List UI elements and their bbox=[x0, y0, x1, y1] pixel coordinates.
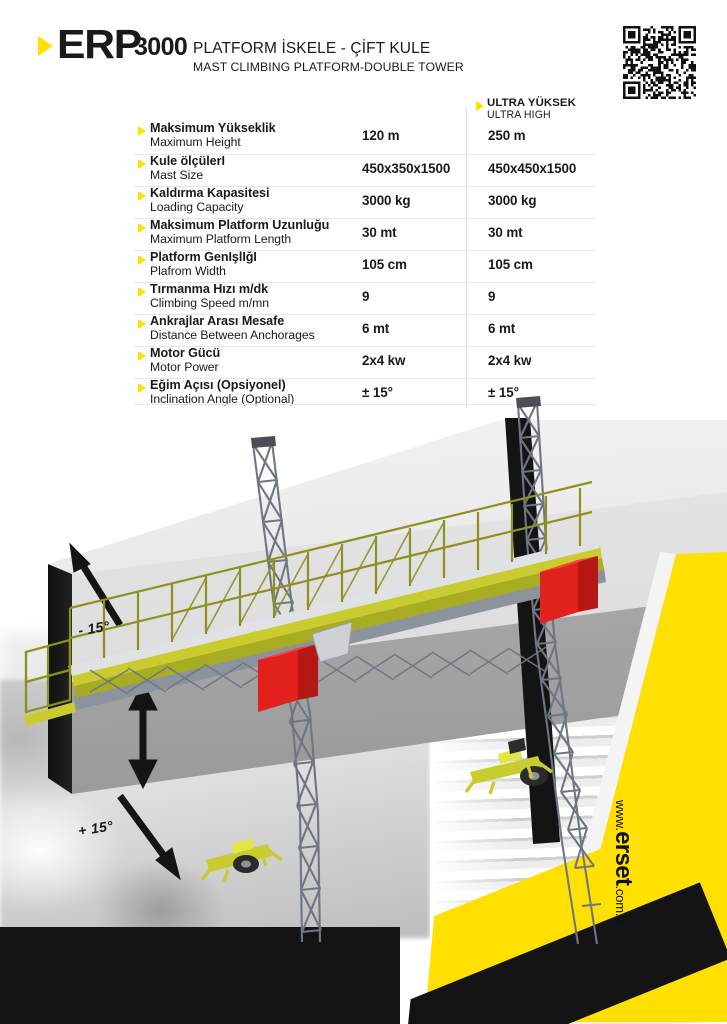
row-value-ultra: ± 15° bbox=[488, 385, 519, 400]
row-label-turkish: Eğim Açısı (Opsiyonel) bbox=[150, 378, 286, 392]
row-label-english: Maximum Height bbox=[150, 135, 241, 149]
row-value-ultra: 105 cm bbox=[488, 257, 533, 272]
qr-code-icon[interactable] bbox=[623, 26, 696, 99]
row-value-standard: 9 bbox=[362, 289, 370, 304]
brand-name: ERP bbox=[57, 21, 142, 67]
row-value-standard: 450x350x1500 bbox=[362, 161, 451, 176]
row-value-ultra: 2x4 kw bbox=[488, 353, 532, 368]
page-header: ERP 3000 PLATFORM İSKELE - ÇİFT KULE MAS… bbox=[0, 0, 727, 96]
row-triangle-icon bbox=[138, 126, 146, 136]
row-value-standard: 30 mt bbox=[362, 225, 397, 240]
website-url[interactable]: www.erset.com.tr bbox=[610, 800, 637, 1000]
subtitle-english: MAST CLIMBING PLATFORM-DOUBLE TOWER bbox=[193, 60, 464, 74]
row-value-standard: 6 mt bbox=[362, 321, 390, 336]
row-label-english: Motor Power bbox=[150, 360, 219, 374]
ultra-header-english: ULTRA HIGH bbox=[487, 109, 551, 121]
row-triangle-icon bbox=[138, 319, 146, 329]
specification-table: ULTRA YÜKSEK ULTRA HIGH Maksimum Yüksekl… bbox=[134, 96, 596, 410]
row-label-english: Maximum Platform Length bbox=[150, 232, 292, 246]
trailer-base-right bbox=[464, 738, 553, 795]
row-label-turkish: Ankrajlar Arası Mesafe bbox=[150, 314, 285, 328]
row-label-turkish: Maksimum Yükseklik bbox=[150, 121, 276, 135]
row-value-ultra: 450x450x1500 bbox=[488, 161, 577, 176]
row-label-turkish: Maksimum Platform Uzunluğu bbox=[150, 218, 330, 232]
row-value-standard: ± 15° bbox=[362, 385, 393, 400]
brand-model: 3000 bbox=[134, 33, 188, 61]
row-triangle-icon bbox=[138, 383, 146, 393]
column-divider bbox=[466, 108, 467, 408]
table-row: Eğim Açısı (Opsiyonel)Inclination Angle … bbox=[134, 378, 596, 410]
row-value-standard: 105 cm bbox=[362, 257, 407, 272]
row-triangle-icon bbox=[138, 223, 146, 233]
row-value-ultra: 6 mt bbox=[488, 321, 516, 336]
row-value-standard: 3000 kg bbox=[362, 193, 411, 208]
table-bottom-rule bbox=[134, 404, 596, 405]
row-label-english: Mast Size bbox=[150, 168, 204, 182]
row-label-turkish: Kule ölçülerI bbox=[150, 154, 225, 168]
url-prefix: www. bbox=[613, 800, 628, 832]
row-value-ultra: 3000 kg bbox=[488, 193, 537, 208]
tilt-arrows bbox=[69, 542, 181, 881]
url-brand: erset bbox=[610, 831, 637, 886]
row-triangle-icon bbox=[138, 159, 146, 169]
ultra-header-turkish: ULTRA YÜKSEK bbox=[487, 97, 576, 109]
drive-unit-right bbox=[540, 560, 578, 624]
row-value-ultra: 250 m bbox=[488, 128, 526, 143]
ultra-column-header: ULTRA YÜKSEK ULTRA HIGH bbox=[134, 96, 596, 122]
ultra-triangle-icon bbox=[476, 101, 484, 111]
isometric-scene bbox=[0, 396, 727, 1024]
row-label-english: Plafrom Width bbox=[150, 264, 226, 278]
row-label-english: Distance Between Anchorages bbox=[150, 328, 315, 342]
row-label-turkish: Platform GenIşlIğI bbox=[150, 250, 257, 264]
subtitle-turkish: PLATFORM İSKELE - ÇİFT KULE bbox=[193, 40, 431, 57]
row-label-english: Inclination Angle (Optional) bbox=[150, 392, 295, 406]
drive-unit-left bbox=[258, 648, 298, 712]
url-tld: .com.tr bbox=[613, 885, 628, 924]
qr-code-canvas bbox=[623, 26, 696, 99]
row-value-ultra: 9 bbox=[488, 289, 496, 304]
row-value-ultra: 30 mt bbox=[488, 225, 523, 240]
row-label-english: Loading Capacity bbox=[150, 200, 244, 214]
row-triangle-icon bbox=[138, 287, 146, 297]
row-value-standard: 120 m bbox=[362, 128, 400, 143]
mast-climbing-platform-render bbox=[24, 396, 606, 945]
row-triangle-icon bbox=[138, 255, 146, 265]
row-label-turkish: Motor Gücü bbox=[150, 346, 221, 360]
row-label-turkish: Tırmanma Hızı m/dk bbox=[150, 282, 269, 296]
trailer-base-left bbox=[200, 838, 283, 883]
row-triangle-icon bbox=[138, 351, 146, 361]
row-label-english: Climbing Speed m/mn bbox=[150, 296, 269, 310]
row-label-turkish: Kaldırma Kapasitesi bbox=[150, 186, 270, 200]
black-band-diagonal bbox=[401, 882, 727, 1024]
yellow-band bbox=[426, 807, 727, 1000]
product-illustration: - 15° + 15° bbox=[0, 382, 727, 1024]
brand-triangle-icon bbox=[38, 36, 53, 56]
row-value-standard: 2x4 kw bbox=[362, 353, 406, 368]
row-triangle-icon bbox=[138, 191, 146, 201]
